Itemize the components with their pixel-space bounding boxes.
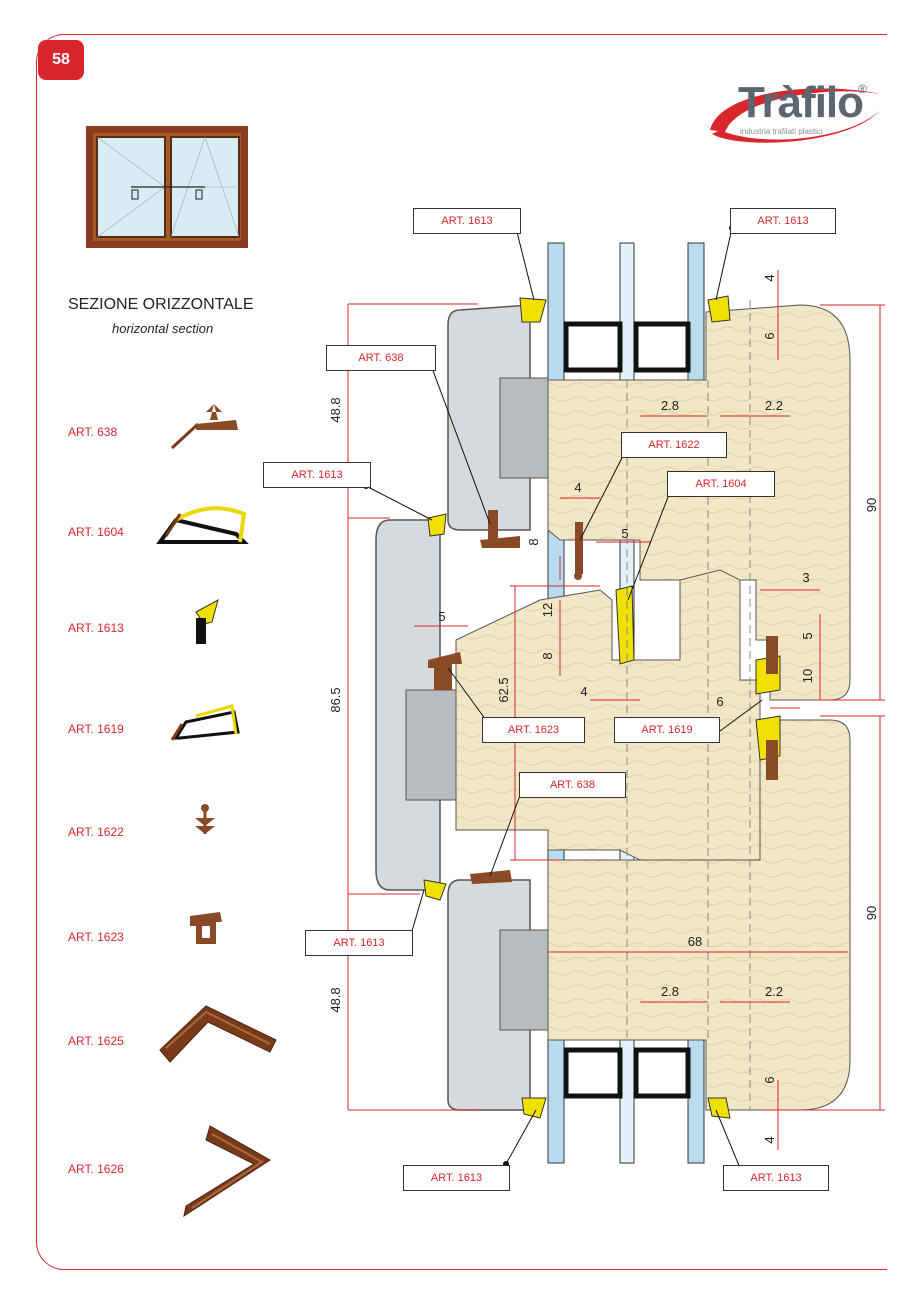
profile-label: ART. 638 <box>68 425 118 439</box>
profile-label: ART. 1623 <box>68 930 124 944</box>
page-frame <box>36 34 887 1270</box>
brand-name: Tràfilo <box>738 78 864 127</box>
callout-label: ART. 1622 <box>621 432 727 458</box>
section-subtitle: horizontal section <box>112 321 214 336</box>
callout-label: ART. 1613 <box>305 930 413 956</box>
registered-mark: ® <box>858 82 867 96</box>
section-title: SEZIONE ORIZZONTALE <box>68 296 254 313</box>
profile-label: ART. 1619 <box>68 722 124 736</box>
callout-label: ART. 1604 <box>667 471 775 497</box>
callout-label: ART. 1613 <box>263 462 371 488</box>
page-number: 58 <box>38 40 84 80</box>
callout-label: ART. 638 <box>519 772 626 798</box>
profile-label: ART. 1626 <box>68 1162 124 1176</box>
callout-label: ART. 1623 <box>482 717 585 743</box>
callout-label: ART. 1613 <box>403 1165 510 1191</box>
profile-label: ART. 1604 <box>68 525 124 539</box>
brand-logo-swoosh-icon <box>710 88 885 143</box>
profile-label: ART. 1622 <box>68 825 124 839</box>
profile-label: ART. 1613 <box>68 621 124 635</box>
callout-label: ART. 1619 <box>614 717 720 743</box>
callout-label: ART. 1613 <box>723 1165 829 1191</box>
callout-label: ART. 638 <box>326 345 436 371</box>
brand-tagline: industria trafilati plastici <box>740 127 823 136</box>
callout-label: ART. 1613 <box>730 208 836 234</box>
profile-label: ART. 1625 <box>68 1034 124 1048</box>
callout-label: ART. 1613 <box>413 208 521 234</box>
